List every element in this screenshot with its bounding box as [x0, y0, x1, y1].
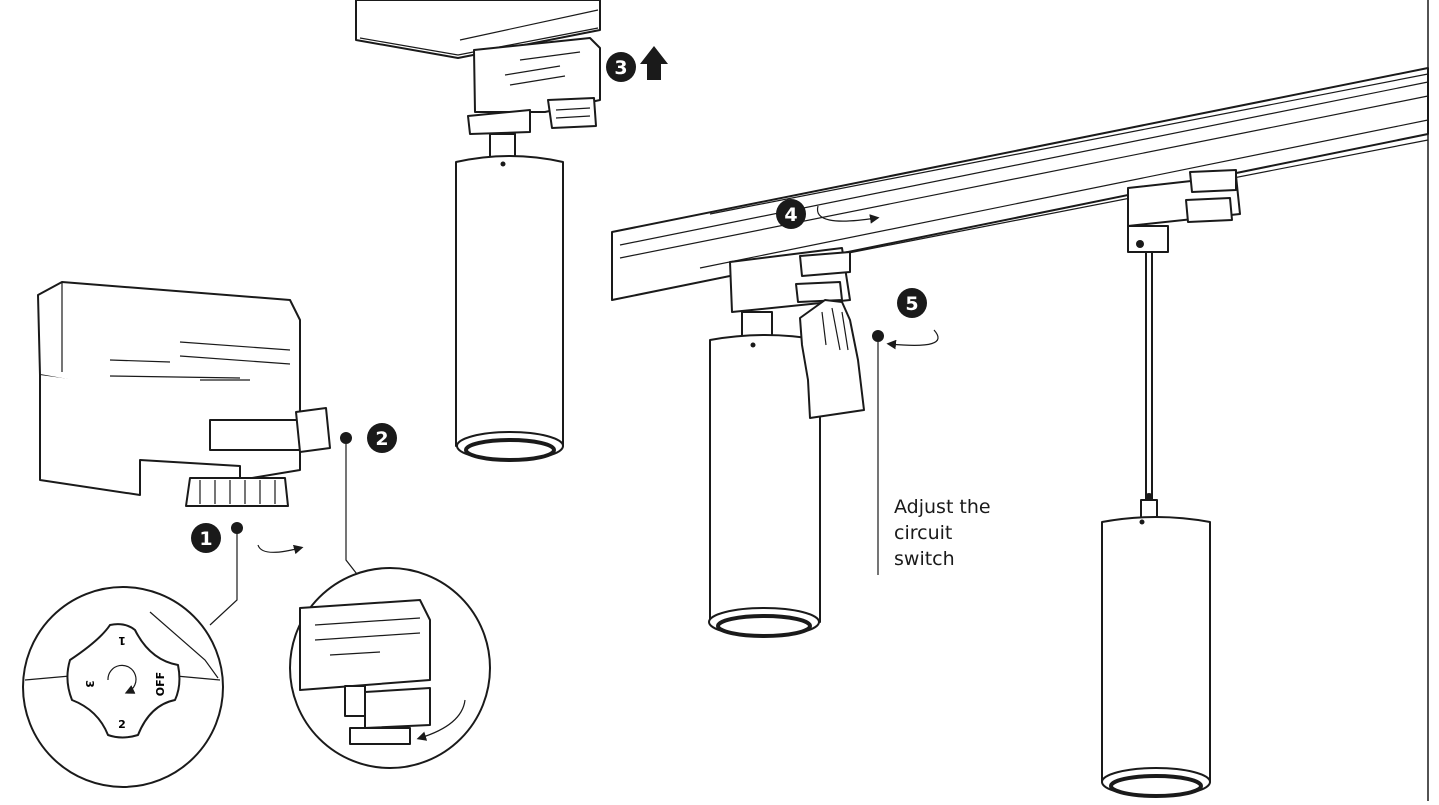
step4-number: 4: [784, 204, 797, 226]
step4-marker: 4: [776, 199, 880, 229]
lever-rotate-arrow-icon: [416, 699, 466, 741]
rotate-icon: [107, 664, 137, 694]
top-track-rail: [355, 0, 601, 59]
step2-callout-dot: [340, 432, 352, 444]
step1-leader-line: [209, 530, 238, 626]
caption-line-2: circuit: [894, 522, 953, 544]
rotate-arrow-icon: [816, 205, 880, 224]
lever-detail-circle: [289, 567, 491, 769]
step3-number: 3: [614, 57, 627, 79]
dial-label-1: 1: [118, 634, 126, 647]
top-track-adapter: [467, 37, 601, 135]
step5-callout-dot: [872, 330, 884, 342]
right-track-rail: [611, 67, 1429, 301]
dial-label-off: OFF: [154, 672, 167, 696]
pendant-light: [1101, 240, 1211, 798]
spotlight-a: [708, 311, 821, 638]
step5-marker: 5: [872, 288, 939, 575]
step5-number: 5: [905, 293, 918, 315]
right-track-adapter-a: [729, 247, 851, 313]
step1-number: 1: [199, 528, 212, 550]
step1-callout-dot: [231, 522, 243, 534]
right-track-adapter-b: [1127, 169, 1241, 253]
up-arrow-icon: [640, 46, 668, 80]
hand-illustration: [799, 299, 865, 419]
step1-marker: 1: [191, 522, 304, 555]
circuit-switch-caption: Adjust the circuit switch: [894, 494, 1034, 572]
step2-marker: 2: [340, 423, 397, 453]
step2-leader-line: [345, 444, 361, 579]
caption-line-1: Adjust the: [894, 496, 991, 518]
rotate-arrow-icon: [886, 329, 939, 350]
step3-marker: 3: [606, 46, 668, 82]
top-spotlight: [455, 133, 564, 462]
caption-line-3: switch: [894, 548, 955, 570]
dial-label-3: 3: [83, 680, 96, 688]
large-track-adapter: [37, 281, 331, 507]
dial-label-2: 2: [118, 718, 126, 731]
dial-detail-circle: 1 2 3 OFF: [22, 586, 224, 788]
rotate-arrow-icon: [257, 544, 304, 555]
step2-number: 2: [375, 428, 388, 450]
